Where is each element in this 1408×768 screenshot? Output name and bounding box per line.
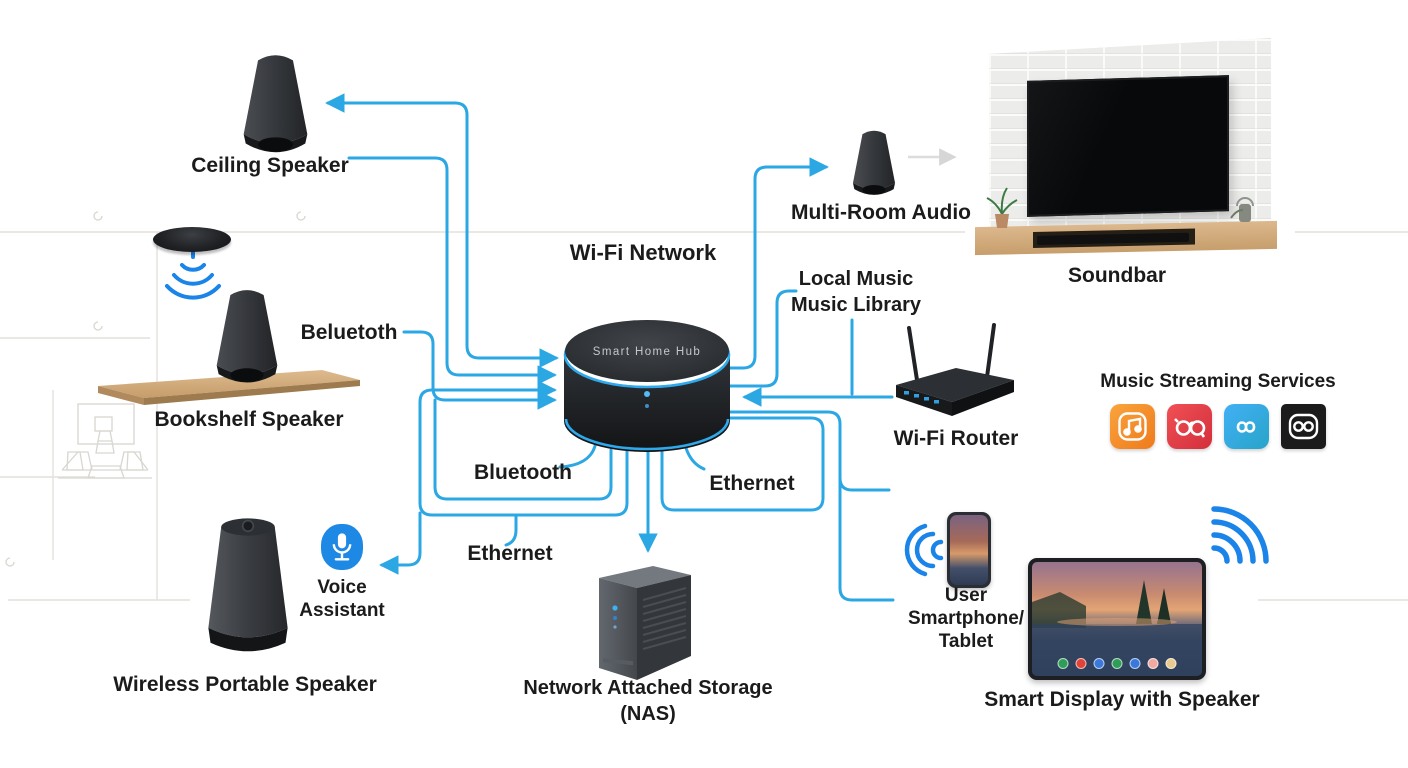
bookshelf-plank <box>98 368 360 411</box>
glasses-app-icon <box>1167 404 1212 449</box>
multiroom-speaker-image <box>840 126 908 207</box>
wire-hub-ceiling-speaker <box>325 93 559 368</box>
wire-ethernet-left-loop <box>418 380 629 517</box>
nas-label: Network Attached Storage (NAS) <box>523 677 773 725</box>
voice-assistant-label: Voice Assistant <box>299 577 385 621</box>
wire-to-voice-assistant <box>379 511 422 575</box>
smartphone-wifi-wave-icon <box>904 523 944 577</box>
home-theater-sketch <box>58 403 152 479</box>
bluetooth-label: Bluetooth <box>474 461 572 484</box>
smart-display-label: Smart Display with Speaker <box>984 688 1260 711</box>
wire-beluetoth-to-hub <box>402 330 557 410</box>
soundbar-label: Soundbar <box>1068 264 1166 287</box>
ethernet-left-label: Ethernet <box>467 542 553 565</box>
wire-hub-to-multiroom <box>720 157 829 370</box>
music-note-app-icon <box>1110 404 1155 449</box>
wireless-portable-speaker-image <box>188 512 308 667</box>
wireless-portable-speaker-label: Wireless Portable Speaker <box>113 673 377 696</box>
wifi-router-label: Wi-Fi Router <box>893 427 1019 450</box>
retro-player-app-icon <box>1281 404 1326 449</box>
smart-display-image <box>1028 558 1206 680</box>
infinity-app-icon <box>1224 404 1269 449</box>
multiroom-audio-label: Multi-Room Audio <box>790 201 972 224</box>
wire-hub-to-smartphone <box>716 410 895 602</box>
wire-ceiling-to-hub <box>347 156 557 385</box>
tv-screen <box>1027 75 1229 217</box>
voice-assistant-mic-icon <box>321 524 363 570</box>
bookshelf-speaker-image <box>203 282 291 399</box>
streaming-app-icons <box>1110 404 1326 449</box>
soundbar-tv-scene <box>975 36 1290 271</box>
wire-ethernet-left-leader <box>504 513 518 547</box>
smart-home-hub-image: Smart Home Hub <box>560 315 735 470</box>
local-music-label: Local Music Music Library <box>790 268 922 316</box>
vase-decor-icon <box>1230 197 1254 222</box>
bookshelf-speaker-label: Bookshelf Speaker <box>154 408 344 431</box>
beluetoth-label: Beluetoth <box>300 321 398 344</box>
ceiling-speaker-label: Ceiling Speaker <box>191 154 349 177</box>
smartphone-image <box>947 512 991 588</box>
wifi-network-label: Wi-Fi Network <box>569 240 717 265</box>
wire-ethernet-right-loop <box>660 416 825 512</box>
wire-hub-to-local-music <box>720 289 798 388</box>
wire-bluetooth-loop <box>433 398 613 501</box>
ceiling-mount-disc <box>153 227 231 252</box>
plant-icon <box>986 187 1018 228</box>
wire-ethernet-right-leader <box>684 446 706 471</box>
ethernet-right-label: Ethernet <box>709 472 795 495</box>
wifi-router-image <box>890 322 1020 432</box>
ceiling-speaker-image <box>228 48 323 168</box>
display-wifi-wave-icon <box>1211 506 1269 564</box>
wire-smartphone-branch <box>838 476 891 492</box>
music-streaming-label: Music Streaming Services <box>1100 371 1336 392</box>
nas-image <box>583 556 708 689</box>
blue-wires <box>325 93 895 602</box>
tablet-app-dock <box>1057 658 1177 669</box>
user-device-label: User Smartphone/ Tablet <box>907 585 1025 652</box>
wire-bluetooth-leader <box>558 444 597 469</box>
soundbar-image <box>1037 232 1189 245</box>
hub-label: Smart Home Hub <box>593 346 701 358</box>
